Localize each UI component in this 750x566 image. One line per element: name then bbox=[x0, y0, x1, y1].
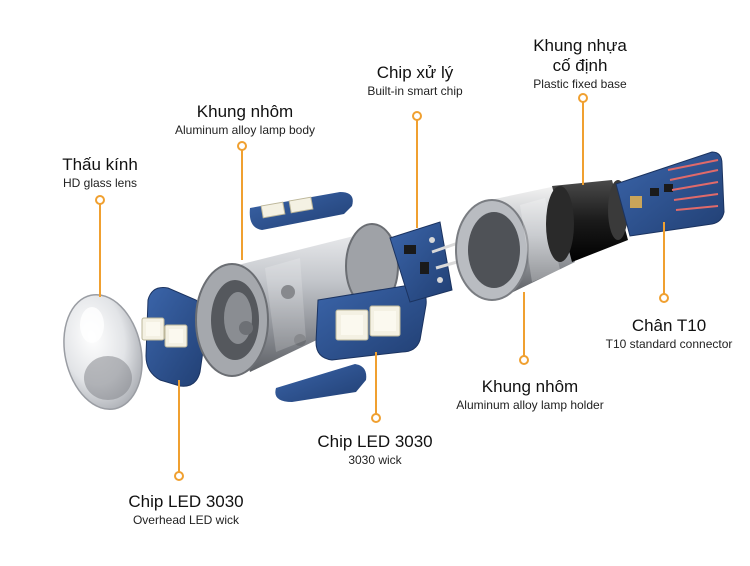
overhead-led-label-en: Overhead LED wick bbox=[132, 513, 240, 527]
lamp-holder-label-vn: Khung nhôm bbox=[481, 377, 579, 396]
lens-label: Thấu kính HD glass lens bbox=[45, 155, 155, 191]
smart-chip-label-en: Built-in smart chip bbox=[367, 84, 463, 98]
plastic-base-label: Khung nhựa cố định Plastic fixed base bbox=[520, 36, 640, 92]
t10-leader-dot bbox=[659, 293, 669, 303]
overhead-led-label-vn: Chip LED 3030 bbox=[128, 492, 244, 511]
overhead-led-leader-line bbox=[178, 380, 180, 472]
t10-label-vn: Chân T10 bbox=[631, 316, 707, 335]
plastic-fixed-base bbox=[546, 180, 628, 262]
t10-label-en: T10 standard connector bbox=[605, 337, 733, 351]
t10-connector bbox=[615, 151, 725, 237]
overhead-led-plate bbox=[141, 287, 207, 387]
smart-chip-leader-line bbox=[416, 118, 418, 228]
lens-leader-dot bbox=[95, 195, 105, 205]
lens-label-vn: Thấu kính bbox=[62, 155, 138, 174]
lamp-holder-label-en: Aluminum alloy lamp holder bbox=[456, 398, 604, 412]
lamp-holder-label: Khung nhôm Aluminum alloy lamp holder bbox=[445, 377, 615, 413]
plastic-base-label-en: Plastic fixed base bbox=[533, 77, 627, 91]
aluminum-lamp-body bbox=[195, 223, 400, 377]
side-led-leader-line bbox=[375, 352, 377, 414]
lamp-body-label: Khung nhôm Aluminum alloy lamp body bbox=[160, 102, 330, 138]
plastic-base-leader-line bbox=[582, 100, 584, 185]
side-led-label-vn: Chip LED 3030 bbox=[317, 432, 433, 451]
top-led-strip bbox=[249, 192, 353, 230]
lens-leader-line bbox=[99, 202, 101, 297]
smart-chip-label-vn: Chip xử lý bbox=[376, 63, 454, 82]
glass-lens bbox=[63, 293, 143, 411]
t10-leader-line bbox=[663, 222, 665, 294]
lamp-body-leader-dot bbox=[237, 141, 247, 151]
plastic-base-leader-dot bbox=[578, 93, 588, 103]
t10-label: Chân T10 T10 standard connector bbox=[596, 316, 742, 352]
plastic-base-label-vn-2: cố định bbox=[552, 56, 608, 75]
lamp-body-leader-line bbox=[241, 148, 243, 260]
plastic-base-label-vn-1: Khung nhựa bbox=[533, 36, 627, 55]
overhead-led-label: Chip LED 3030 Overhead LED wick bbox=[118, 492, 254, 528]
overhead-led-leader-dot bbox=[174, 471, 184, 481]
smart-chip-label: Chip xử lý Built-in smart chip bbox=[350, 63, 480, 99]
lamp-body-label-vn: Khung nhôm bbox=[196, 102, 294, 121]
side-led-label: Chip LED 3030 3030 wick bbox=[310, 432, 440, 468]
lamp-holder-leader-dot bbox=[519, 355, 529, 365]
side-led-label-en: 3030 wick bbox=[348, 453, 402, 467]
side-led-plate bbox=[275, 284, 427, 402]
smart-chip-leader-dot bbox=[412, 111, 422, 121]
lens-label-en: HD glass lens bbox=[62, 176, 138, 190]
side-led-leader-dot bbox=[371, 413, 381, 423]
lamp-holder-leader-line bbox=[523, 292, 525, 356]
lamp-body-label-en: Aluminum alloy lamp body bbox=[174, 123, 316, 137]
